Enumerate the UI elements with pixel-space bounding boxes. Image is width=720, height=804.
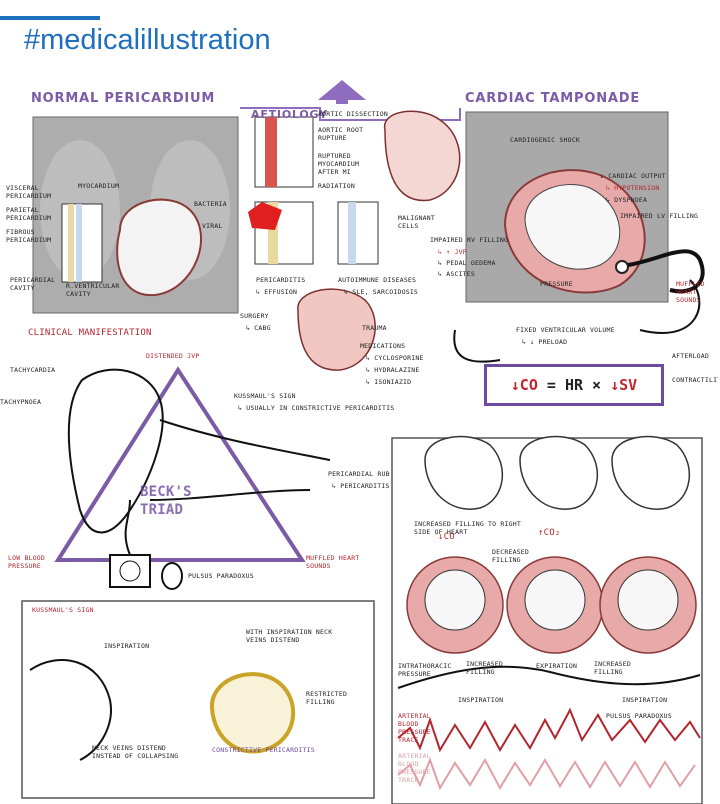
- muffled-tamponade-label: MUFFLED HEART SOUNDS: [676, 280, 705, 305]
- paradoxus-label: PULSUS PARADOXUS: [188, 572, 254, 580]
- autoimmune-label: AUTOIMMUNE DISEASES: [338, 276, 417, 284]
- ruptured-label: RUPTURED MYOCARDIUM AFTER MI: [318, 152, 360, 177]
- abp1-label: ARTERIAL BLOOD PRESSURE TRACE: [398, 712, 431, 745]
- surgery-label: SURGERY: [240, 312, 269, 320]
- aortic-root-label: AORTIC ROOT RUPTURE: [318, 126, 364, 143]
- muffled-clinical-label: MUFFLED HEART SOUNDS: [306, 554, 360, 571]
- infographic-drawing: [21, 80, 705, 804]
- viral-label: VIRAL: [202, 222, 223, 230]
- effusion-label: ↳ EFFUSION: [256, 288, 298, 296]
- kussmaul-label: KUSSMAUL'S SIGN: [234, 392, 296, 400]
- cabg-label: ↳ CABG: [246, 324, 271, 332]
- rv-label: IMPAIRED RV FILLING: [430, 236, 509, 244]
- aortic-dissection-label: AORTIC DISSECTION: [318, 110, 388, 118]
- dyspnoea-label: ↳ DYSPNOEA: [606, 196, 648, 204]
- cavity-label: PERICARDIAL CAVITY: [10, 276, 56, 293]
- inspiration2-label: INSPIRATION: [622, 696, 668, 704]
- aetiology-title: AETIOLOGY: [251, 108, 328, 121]
- normal-title: NORMAL PERICARDIUM: [31, 91, 216, 106]
- pressure-label: PRESSURE: [540, 280, 573, 288]
- low-bp-label: LOW BLOOD PRESSURE: [8, 554, 46, 571]
- malignant-label: MALIGNANT CELLS: [398, 214, 436, 231]
- hydralazine-label: ↳ HYDRALAZINE: [366, 366, 420, 374]
- rv-cavity-label: R.VENTRICULAR CAVITY: [66, 282, 120, 299]
- pedal-label: ↳ PEDAL OEDEMA: [438, 259, 496, 267]
- kussmaul-box-title: KUSSMAUL'S SIGN: [32, 606, 94, 614]
- kussmaul-sub-label: ↳ USUALLY IN CONSTRICTIVE PERICARDITIS: [238, 404, 395, 412]
- cyclosporine-label: ↳ CYCLOSPORINE: [366, 354, 424, 362]
- formula-eq: = HR ×: [537, 376, 611, 394]
- beck-label: BECK'S TRIAD: [140, 484, 192, 518]
- isoniazid-label: ↳ ISONIAZID: [366, 378, 412, 386]
- expiration-label: EXPIRATION: [536, 662, 578, 670]
- formula-co: ↓CO: [510, 376, 538, 394]
- inspiration-label: INSPIRATION: [104, 642, 150, 650]
- parietal-label: PARIETAL PERICARDIUM: [6, 206, 52, 223]
- tachypnoea-label: TACHYPNOEA: [0, 398, 42, 406]
- increased-filling2-label: INCREASED FILLING: [594, 660, 632, 677]
- jvp-label: ↳ ↑ JVP: [438, 248, 467, 256]
- abp2-label: ARTERIAL BLOOD PRESSURE TRACE: [398, 752, 431, 785]
- clinical-title: CLINICAL MANIFESTATION: [28, 328, 152, 338]
- preload-label: ↳ ↓ PRELOAD: [522, 338, 568, 346]
- pericarditis-label: PERICARDITIS: [256, 276, 306, 284]
- constrictive-label: CONSTRICTIVE PERICARDITIS: [212, 746, 315, 754]
- neck-veins-label: NECK VEINS DISTEND INSTEAD OF COLLAPSING: [92, 744, 179, 761]
- tachycardia-label: TACHYCARDIA: [10, 366, 56, 374]
- hashtag-title[interactable]: #medicalillustration: [24, 24, 271, 56]
- formula-box: ↓CO = HR × ↓SV: [484, 364, 664, 406]
- with-insp-label: WITH INSPIRATION NECK VEINS DISTEND: [246, 628, 333, 645]
- increased-filling-label: INCREASED FILLING: [466, 660, 504, 677]
- formula-sv: ↓SV: [610, 376, 638, 394]
- top-rule: [0, 16, 100, 20]
- inspiration1-label: INSPIRATION: [458, 696, 504, 704]
- shock-label: CARDIOGENIC SHOCK: [510, 136, 580, 144]
- down-co-label: ↓CO: [438, 532, 455, 542]
- rub-label: PERICARDIAL RUB: [328, 470, 390, 478]
- up-co2-label: ↑CO₂: [538, 528, 561, 538]
- lv-label: IMPAIRED LV FILLING: [620, 212, 699, 220]
- tamponade-title: CARDIAC TAMPONADE: [465, 91, 641, 106]
- jvp-clinical-label: DISTENDED JVP: [146, 352, 200, 360]
- increased-right-label: INCREASED FILLING TO RIGHT SIDE OF HEART: [414, 520, 521, 537]
- trauma-label: TRAUMA: [362, 324, 387, 332]
- sle-label: ↳ SLE, SARCOIDOSIS: [344, 288, 419, 296]
- decreased-label: DECREASED FILLING: [492, 548, 530, 565]
- fixed-label: FIXED VENTRICULAR VOLUME: [516, 326, 615, 334]
- radiation-label: RADIATION: [318, 182, 356, 190]
- rub-sub-label: ↳ PERICARDITIS: [332, 482, 390, 490]
- contractility-label: CONTRACTILITY: [672, 376, 718, 384]
- output-label: ↓ CARDIAC OUTPUT: [600, 172, 666, 180]
- medications-label: MEDICATIONS: [360, 342, 406, 350]
- ascites-label: ↳ ASCITES: [438, 270, 476, 278]
- bacteria-label: BACTERIA: [194, 200, 227, 208]
- afterload-label: AFTERLOAD: [672, 352, 710, 360]
- fibrous-label: FIBROUS PERICARDIUM: [6, 228, 52, 245]
- myocardium-label: MYOCARDIUM: [78, 182, 120, 190]
- hypotension-label: ↳ HYPOTENSION: [606, 184, 660, 192]
- intrathoracic-label: INTRATHORACIC PRESSURE: [398, 662, 452, 679]
- restricted-label: RESTRICTED FILLING: [306, 690, 348, 707]
- pulsus-label: PULSUS PARADOXUS: [606, 712, 672, 720]
- visceral-label: VISCERAL PERICARDIUM: [6, 184, 52, 201]
